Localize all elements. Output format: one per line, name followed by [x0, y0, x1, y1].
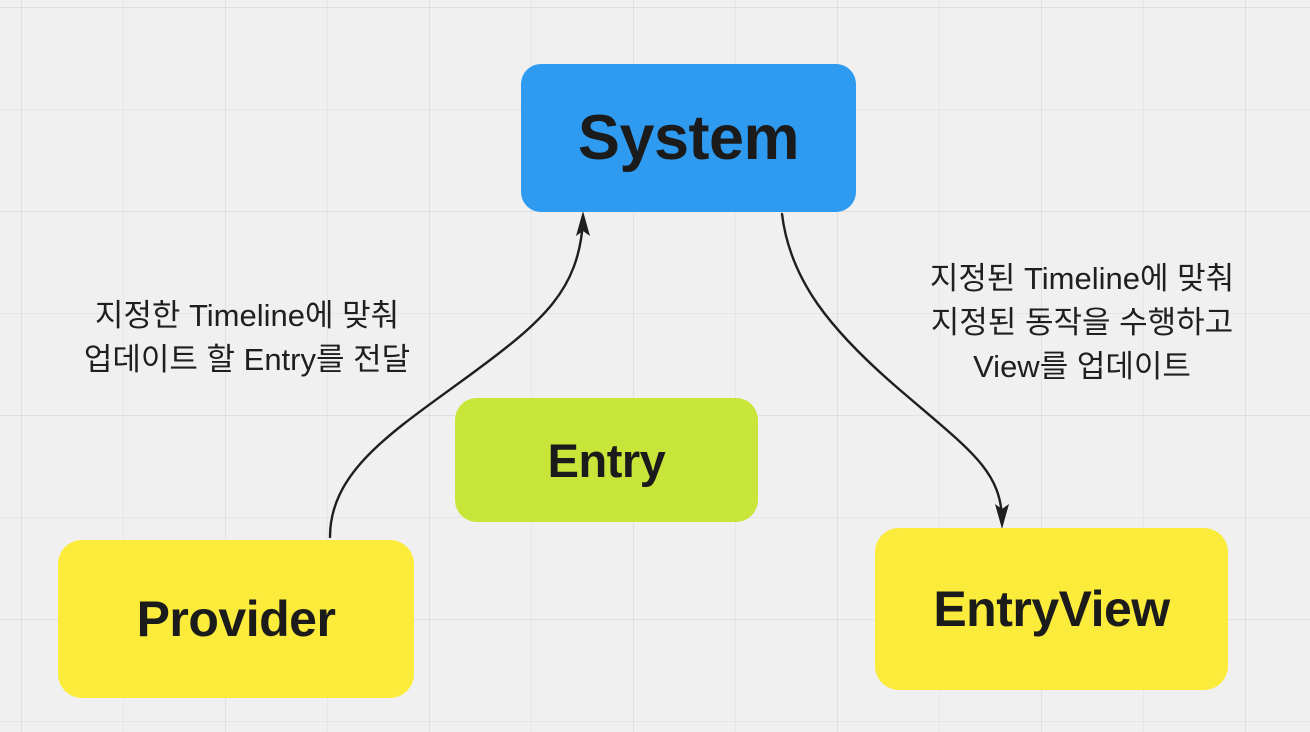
arrowhead-down-icon [995, 504, 1009, 529]
edge-label-provider-to-system: 지정한 Timeline에 맞춰 업데이트 할 Entry를 전달 [83, 298, 411, 378]
arrowhead-up-icon [576, 211, 590, 236]
node-provider[interactable]: Provider [58, 540, 414, 698]
node-system[interactable]: System [521, 64, 856, 212]
edge-label-system-to-entryview: 지정된 Timeline에 맞춰 지정된 동작을 수행하고 View를 업데이트 [929, 261, 1235, 385]
node-entry[interactable]: Entry [455, 398, 758, 522]
node-entryview[interactable]: EntryView [875, 528, 1228, 690]
